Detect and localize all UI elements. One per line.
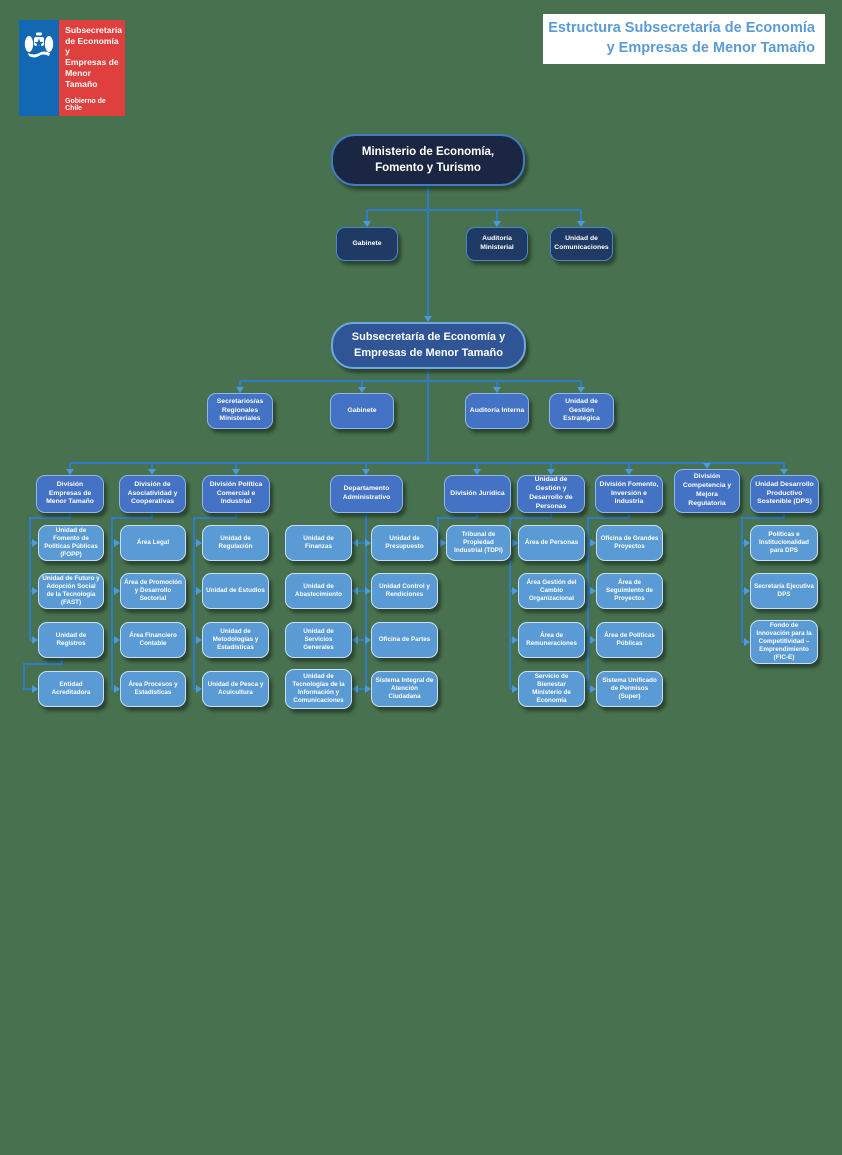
org-node: Unidad de Presupuesto — [371, 525, 438, 561]
logo-footer: Gobierno de Chile — [65, 98, 106, 112]
gobierno-chile-logo: Subsecretaría de Economía y Empresas de … — [19, 20, 125, 116]
org-node: Área de Seguimiento de Proyectos — [596, 573, 663, 609]
org-node: Área de Remuneraciones — [518, 622, 585, 658]
org-node: Unidad de Regulación — [202, 525, 269, 561]
org-node: Unidad de Futuro y Adopción Social de la… — [38, 573, 104, 609]
org-node: Servicio de Bienestar Ministerio de Econ… — [518, 671, 585, 707]
node-auditoria-interna: Auditoría Interna — [465, 393, 529, 429]
division-header: División Competencia y Mejora Regulatori… — [674, 469, 740, 513]
division-header: División Fomento, Inversión e Industria — [595, 475, 663, 513]
logo-title: Subsecretaría de Economía y Empresas de … — [65, 25, 122, 89]
division-header: Departamento Administrativo — [330, 475, 403, 513]
org-node: Unidad de Tecnologías de la Información … — [285, 669, 352, 709]
division-header: División de Asociatividad y Cooperativas — [119, 475, 186, 513]
org-node: Sistema Integral de Atención Ciudadana — [371, 671, 438, 707]
org-node: Área Financiero Contable — [120, 622, 186, 658]
org-node: Entidad Acreditadora — [38, 671, 104, 707]
org-node: Unidad de Finanzas — [285, 525, 352, 561]
org-node: Secretaría Ejecutiva DPS — [750, 573, 818, 609]
org-node: Área Procesos y Estadísticas — [120, 671, 186, 707]
org-node: Unidad de Fomento de Políticas Públicas … — [38, 525, 104, 561]
org-node: Área de Promoción y Desarrollo Sectorial — [120, 573, 186, 609]
org-node: Unidad de Registros — [38, 622, 104, 658]
org-node: Área de Personas — [518, 525, 585, 561]
node-ministerio: Ministerio de Economía, Fomento y Turism… — [331, 134, 525, 186]
org-node: Unidad de Servicios Generales — [285, 622, 352, 658]
org-node: Oficina de Partes — [371, 622, 438, 658]
logo-blue-stripe — [19, 20, 60, 116]
org-node: Área Gestión del Cambio Organizacional — [518, 573, 585, 609]
org-node: Políticas e Institucionalidad para DPS — [750, 525, 818, 561]
org-node: Tribunal de Propiedad Industrial (TDPI) — [446, 525, 511, 561]
page-title: Estructura Subsecretaría de Economía y E… — [543, 14, 825, 64]
org-node: Fondo de Innovación para la Competitivid… — [750, 620, 818, 664]
node-unidad-comunicaciones: Unidad de Comunicaciones — [550, 227, 613, 261]
arrowhead-icon — [352, 539, 358, 547]
node-gabinete-subsecretaria: Gabinete — [330, 393, 394, 429]
org-node: Sistema Unificado de Permisos (Super) — [596, 671, 663, 707]
org-node: Oficina de Grandes Proyectos — [596, 525, 663, 561]
arrowhead-icon — [352, 685, 358, 693]
node-seremis: Secretarios/as Regionales Ministeriales — [207, 393, 273, 429]
chile-coat-of-arms-icon — [24, 32, 54, 58]
org-node: Unidad de Abastecimiento — [285, 573, 352, 609]
node-subsecretaria: Subsecretaría de Economía y Empresas de … — [331, 322, 526, 369]
org-node: Unidad de Pesca y Acuicultura — [202, 671, 269, 707]
logo-red-block: Subsecretaría de Economía y Empresas de … — [59, 20, 125, 116]
node-gestion-estrategica: Unidad de Gestión Estratégica — [549, 393, 614, 429]
org-node: Unidad Control y Rendiciones — [371, 573, 438, 609]
node-gabinete-ministerio: Gabinete — [336, 227, 398, 261]
arrowhead-icon — [352, 587, 358, 595]
division-header: Unidad de Gestión y Desarrollo de Person… — [517, 475, 585, 513]
org-node: Área de Políticas Públicas — [596, 622, 663, 658]
arrowhead-icon — [352, 636, 358, 644]
division-header: Unidad Desarrollo Productivo Sostenible … — [750, 475, 819, 513]
division-header: División Jurídica — [444, 475, 511, 513]
org-node: Área Legal — [120, 525, 186, 561]
division-header: División Empresas de Menor Tamaño — [36, 475, 104, 513]
node-auditoria-ministerial: Auditoría Ministerial — [466, 227, 528, 261]
org-node: Unidad de Estudios — [202, 573, 269, 609]
org-node: Unidad de Metodologías y Estadísticas — [202, 622, 269, 658]
division-header: División Política Comercial e Industrial — [202, 475, 270, 513]
